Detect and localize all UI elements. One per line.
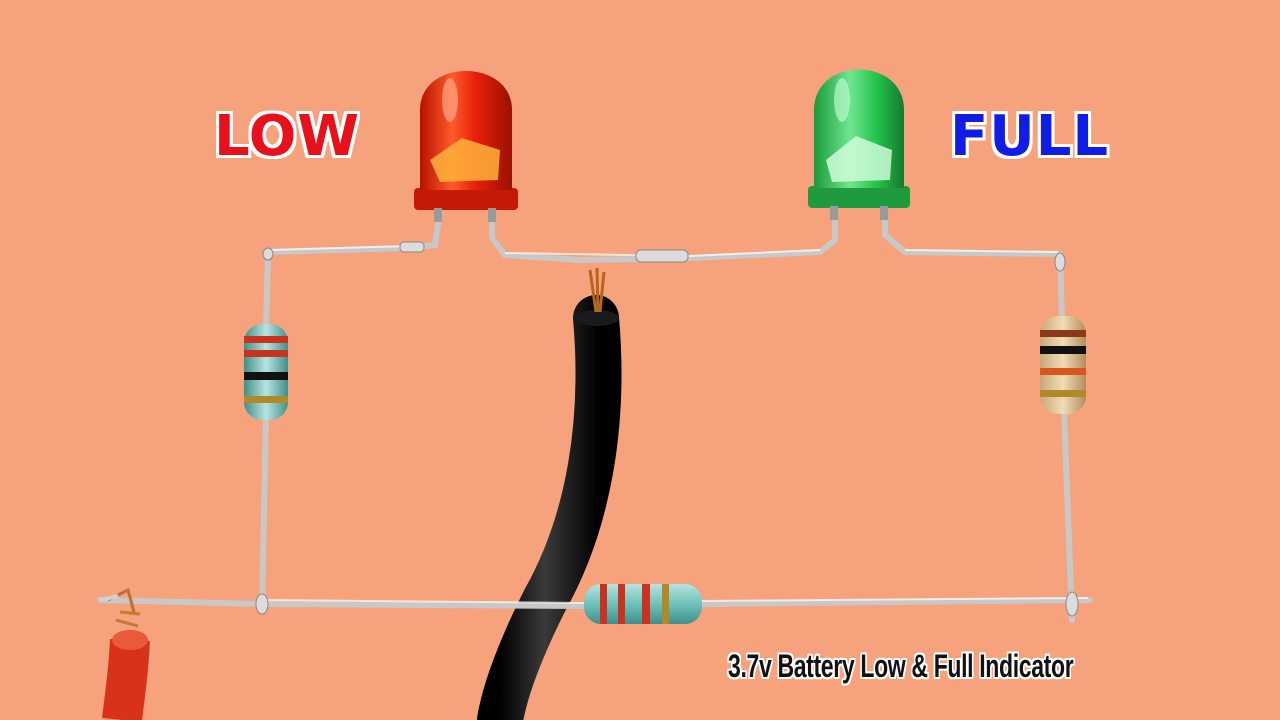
black-cable [477, 267, 622, 720]
green-led [808, 69, 910, 220]
left-resistor [244, 324, 288, 420]
red-probe-wire [99, 587, 150, 720]
caption-title: 3.7v Battery Low & Full Indicator [728, 648, 1074, 684]
solder-joints [255, 241, 1079, 617]
bottom-resistor [584, 584, 702, 624]
low-label: LOW [214, 104, 361, 169]
wire-highlights [264, 245, 1089, 604]
red-led [414, 71, 518, 222]
right-resistor [1040, 316, 1086, 414]
full-label: FULL [950, 104, 1110, 169]
